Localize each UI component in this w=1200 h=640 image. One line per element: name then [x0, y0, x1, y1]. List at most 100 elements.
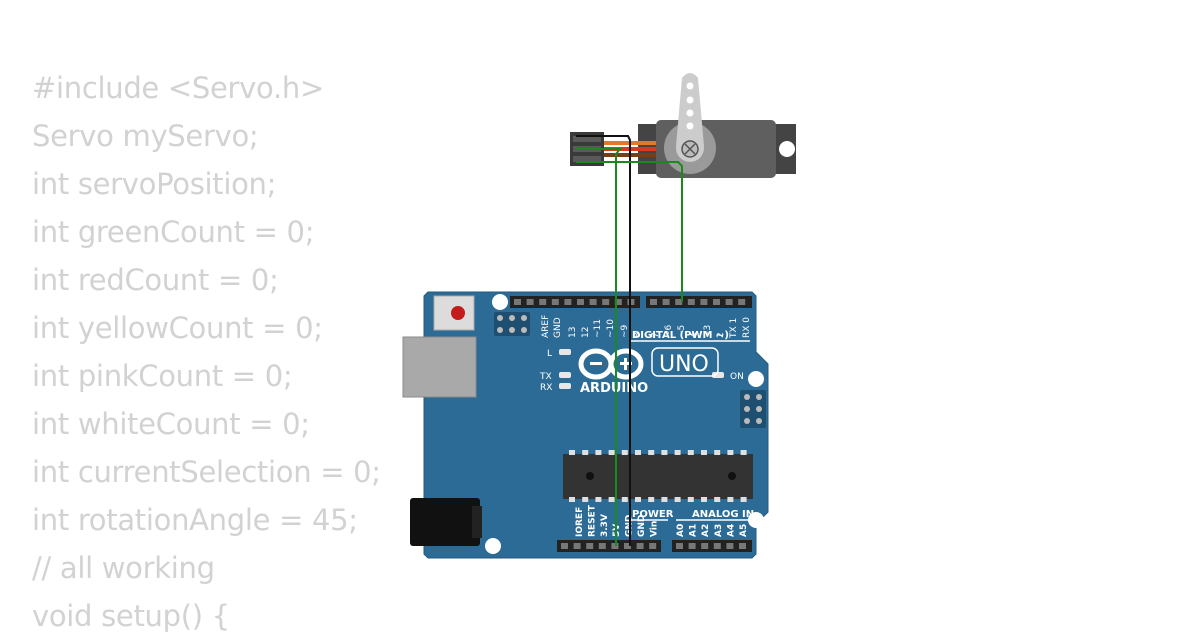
digital-pin-label: ~10: [606, 319, 616, 338]
pin-hole[interactable]: [564, 299, 572, 305]
analog-pin-label: A3: [714, 524, 724, 537]
digital-pin-label: 13: [568, 327, 578, 338]
pin-hole[interactable]: [725, 299, 733, 305]
power-label: POWER: [632, 509, 674, 520]
pin-hole[interactable]: [649, 543, 657, 549]
pin-hole[interactable]: [676, 543, 683, 549]
usb-port: [402, 336, 477, 398]
pin-hole[interactable]: [687, 299, 695, 305]
atmega-chip: [563, 450, 753, 502]
pin-hole[interactable]: [598, 543, 606, 549]
pin-hole[interactable]: [662, 299, 670, 305]
mounting-hole: [748, 512, 764, 528]
pin-hole[interactable]: [738, 299, 746, 305]
model-label: UNO: [659, 352, 709, 377]
power-pin-label: IOREF: [575, 507, 585, 537]
code-line: Servo myServo;: [32, 119, 259, 153]
digital-pin-label: 7: [651, 332, 661, 338]
power-pin-label: RESET: [587, 504, 597, 537]
wire-signal[interactable]: [576, 161, 683, 302]
wires: [576, 135, 683, 546]
power-pin-label: Vin: [649, 521, 659, 537]
power-pin-label: GND: [637, 515, 647, 537]
code-line: int rotationAngle = 45;: [32, 503, 358, 537]
pin-hole[interactable]: [650, 299, 657, 305]
pin-hole[interactable]: [739, 543, 746, 549]
digital-pin-label: AREF: [541, 315, 551, 338]
code-line: int greenCount = 0;: [32, 215, 315, 249]
digital-pin-label: 4: [690, 332, 700, 338]
pin-hole[interactable]: [602, 299, 610, 305]
servo-motor[interactable]: [570, 73, 796, 178]
servo-screw-icon: [681, 140, 699, 158]
code-line: int currentSelection = 0;: [32, 455, 381, 489]
analog-pin-label: A2: [701, 524, 711, 537]
code-editor: #include <Servo.h> Servo myServo; int se…: [32, 64, 402, 640]
pin-hole[interactable]: [514, 299, 521, 305]
brand-label: ARDUINO: [580, 381, 648, 396]
analog-pin-label: A0: [676, 524, 686, 537]
digital-header-label: DIGITAL (PWM ~): [632, 330, 729, 341]
bottom-pin-holes: [561, 543, 746, 549]
digital-pin-label: TX 1: [729, 318, 739, 339]
digital-pin-label: 8: [633, 332, 643, 338]
pin-hole[interactable]: [700, 299, 708, 305]
pin-hole[interactable]: [713, 299, 720, 305]
power-jack: [410, 498, 482, 546]
mounting-hole: [485, 538, 501, 554]
pin-hole[interactable]: [688, 543, 696, 549]
digital-pin-label: ~11: [593, 319, 603, 338]
digital-pin-label: ~3: [703, 325, 713, 338]
pin-hole[interactable]: [539, 299, 547, 305]
pin-hole[interactable]: [713, 543, 721, 549]
power-header: [557, 540, 661, 552]
pin-hole[interactable]: [614, 299, 622, 305]
pin-hole[interactable]: [726, 543, 734, 549]
wire-power[interactable]: [576, 148, 623, 546]
digital-pin-label: RX 0: [742, 317, 752, 338]
code-line: int pinkCount = 0;: [32, 359, 293, 393]
pin-hole[interactable]: [577, 299, 584, 305]
pin-hole[interactable]: [675, 299, 683, 305]
pin-hole[interactable]: [561, 543, 568, 549]
digital-pin-label: ~6: [664, 324, 674, 338]
pin-hole[interactable]: [586, 543, 594, 549]
code-line: int redCount = 0;: [32, 263, 279, 297]
code-line: // all working: [32, 551, 215, 585]
mounting-hole: [748, 371, 764, 387]
digital-pin-label: GND: [553, 317, 563, 338]
led-tx: [559, 372, 571, 378]
code-line: int whiteCount = 0;: [32, 407, 310, 441]
analog-pin-label: A5: [739, 524, 749, 537]
digital-pin-label: ~5: [677, 325, 687, 338]
pin-hole[interactable]: [611, 543, 619, 549]
power-pin-label: 3.3V: [600, 514, 610, 537]
wire-ground[interactable]: [576, 135, 631, 546]
digital-pin-label: 2: [716, 332, 726, 338]
reset-button[interactable]: [433, 295, 475, 331]
icsp-header: [494, 312, 530, 336]
led-on: [712, 372, 724, 378]
model-badge: [651, 347, 719, 377]
pin-hole[interactable]: [624, 543, 631, 549]
pin-hole[interactable]: [701, 543, 709, 549]
led-rx-label: RX: [540, 383, 552, 393]
pin-hole[interactable]: [636, 543, 644, 549]
pin-hole[interactable]: [551, 299, 559, 305]
power-pin-label: 5V: [612, 524, 622, 537]
pin-hole[interactable]: [526, 299, 534, 305]
code-line: int servoPosition;: [32, 167, 277, 201]
digital-pin-label: 12: [581, 327, 591, 338]
analog-pin-label: A4: [726, 524, 736, 537]
mounting-hole: [492, 294, 508, 310]
code-line: int yellowCount = 0;: [32, 311, 323, 345]
led-l: [559, 349, 571, 355]
led-tx-label: TX: [539, 372, 552, 382]
led-l-label: L: [547, 349, 552, 359]
pin-hole[interactable]: [573, 543, 581, 549]
pin-hole[interactable]: [589, 299, 597, 305]
